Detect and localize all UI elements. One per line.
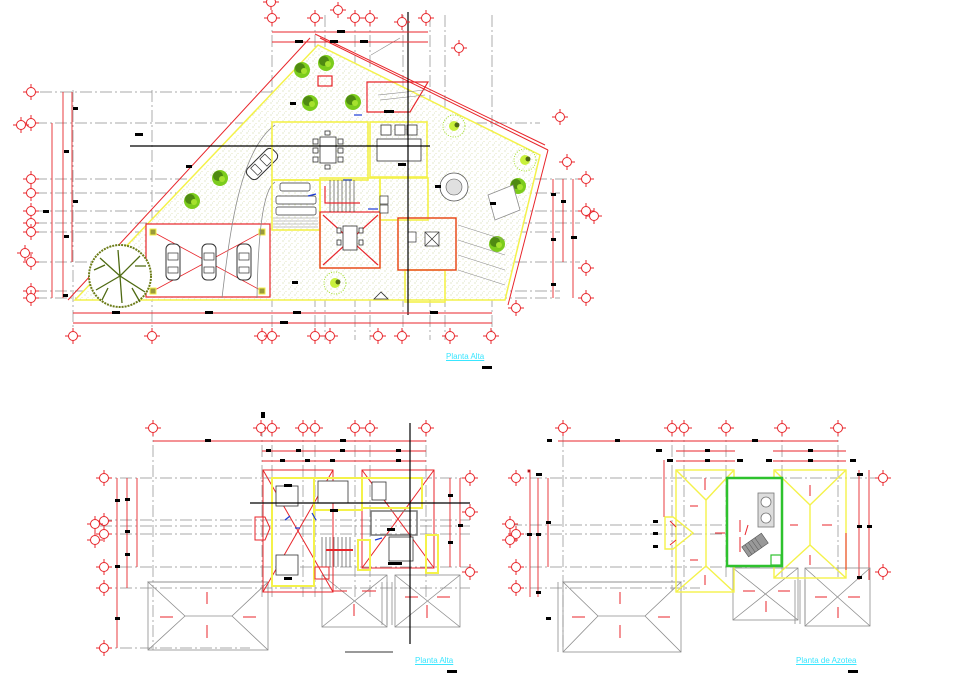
shrub-icon: [294, 62, 310, 78]
upper-floor-plan: [86, 412, 479, 673]
large-tree-icon: [88, 244, 152, 308]
grid-bubbles-left: [12, 83, 40, 307]
dining-table-icon: [312, 130, 344, 170]
grid-bubbles-bottom: [64, 327, 500, 345]
upper-floor-plan-title: Planta Alta: [415, 656, 454, 665]
shrub-icon: [212, 170, 228, 186]
roof-plan: [501, 419, 892, 673]
shrub-icon: [302, 95, 318, 111]
staircase-icon: [329, 180, 355, 212]
round-table-icon: [439, 172, 469, 202]
roof-plan-title: Planta de Azotea: [796, 656, 857, 665]
bed-icon: [376, 124, 422, 162]
solar-heater-icon: [741, 532, 769, 558]
shrub-icon: [345, 94, 361, 110]
water-tank-icon: [757, 492, 775, 528]
shrub-icon: [184, 193, 200, 209]
grid-bubbles-right: [577, 170, 603, 307]
bed-icon: [275, 480, 414, 576]
ground-floor-plan: [12, 0, 603, 369]
car-icon: [236, 243, 252, 281]
shrub-icon: [318, 55, 334, 71]
shrub-icon: [489, 236, 505, 252]
ground-floor-plan-title: Planta Alta: [446, 352, 485, 361]
car-icon: [201, 243, 217, 281]
car-icon: [165, 243, 181, 281]
